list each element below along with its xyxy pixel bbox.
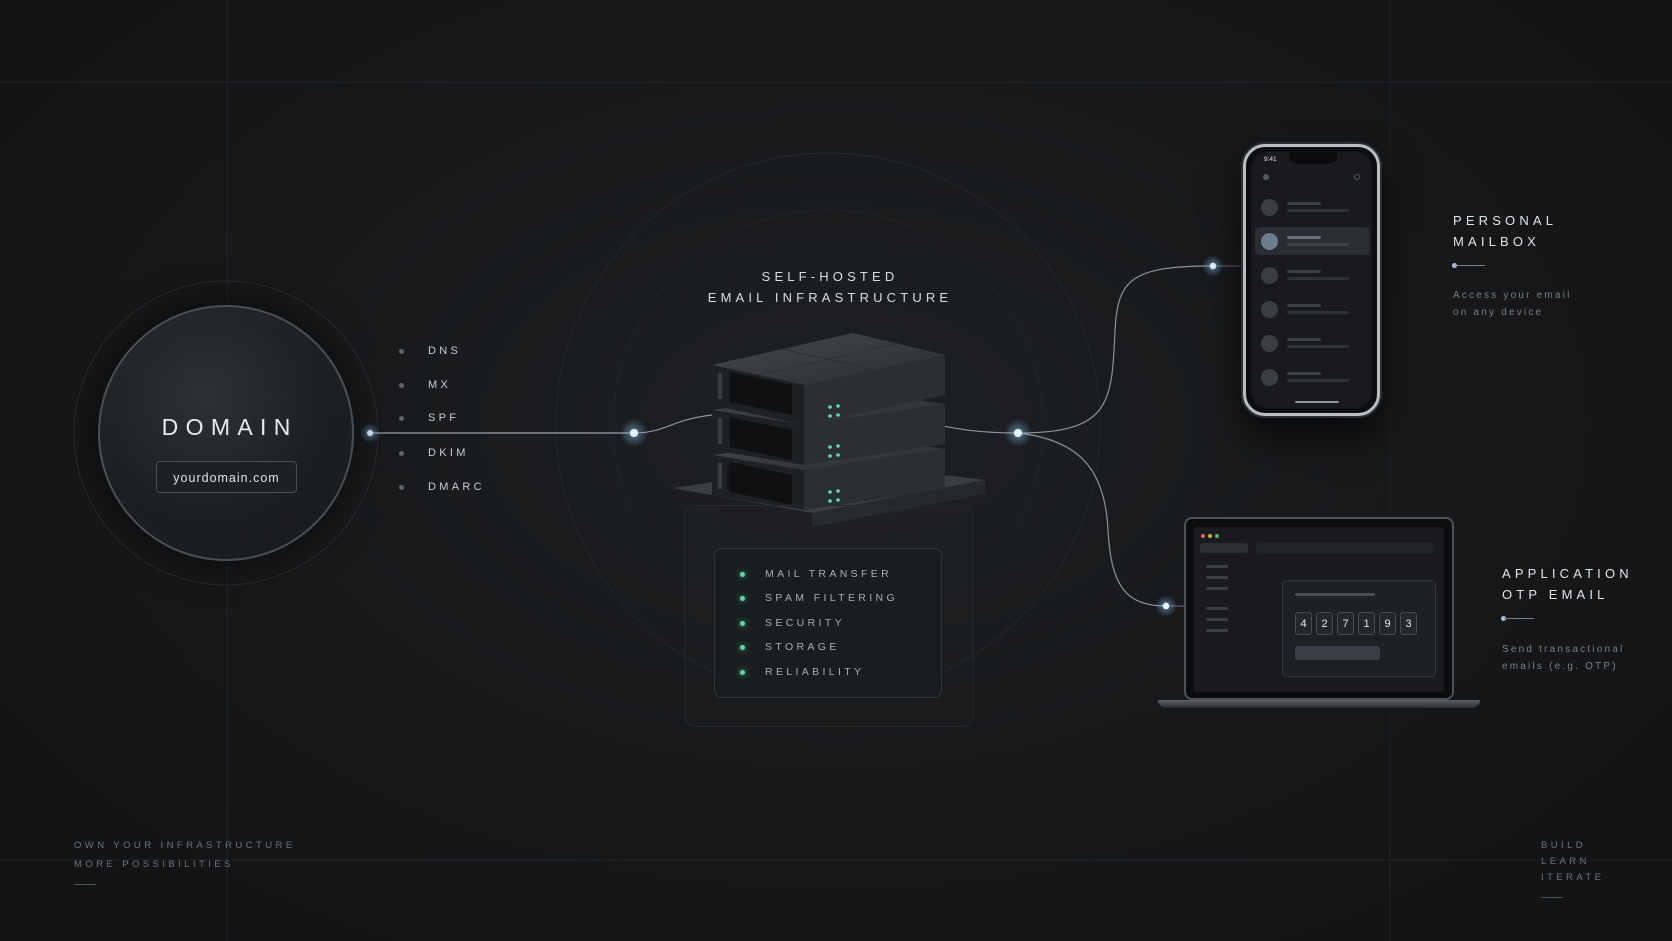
infrastructure-title-line1: SELF-HOSTED (761, 269, 899, 284)
connection-nodes (360, 255, 1224, 617)
feature-security: SECURITY (765, 617, 845, 629)
otp-digit: 2 (1316, 612, 1333, 635)
feature-storage: STORAGE (765, 641, 840, 653)
personal-mailbox-desc-line1: Access your email (1453, 290, 1572, 301)
feature-spam-filtering: SPAM FILTERING (765, 592, 898, 604)
application-otp-title-line1: APPLICATION (1502, 566, 1633, 581)
mail-list-item (1255, 363, 1370, 391)
domain-globe (98, 305, 354, 561)
avatar (1261, 301, 1278, 318)
footer-right-rule (1541, 897, 1563, 898)
footer-left-line2: MORE POSSIBILITIES (74, 859, 234, 870)
infrastructure-title-line2: EMAIL INFRASTRUCTURE (707, 290, 953, 305)
dns-record-dot (399, 451, 404, 456)
dns-record-spf: SPF (428, 412, 460, 424)
phone-notch (1289, 152, 1337, 164)
application-otp-desc-line1: Send transactional (1502, 644, 1625, 655)
window-maximize-icon (1215, 534, 1219, 538)
avatar (1261, 369, 1278, 386)
otp-digit: 3 (1400, 612, 1417, 635)
domain-title: DOMAIN (161, 414, 298, 440)
otp-digit: 4 (1295, 612, 1312, 635)
accent-rule (1455, 265, 1485, 266)
footer-right-line1: BUILD (1541, 840, 1587, 851)
otp-submit-button (1295, 646, 1380, 660)
window-minimize-icon (1208, 534, 1212, 538)
feature-dot (740, 621, 745, 626)
personal-mailbox-desc-line2: on any device (1453, 307, 1544, 318)
avatar (1261, 335, 1278, 352)
features-panel (714, 548, 942, 698)
top-bar (1256, 543, 1434, 553)
mail-list-item (1255, 329, 1370, 357)
feature-dot (740, 670, 745, 675)
laptop-base (1158, 700, 1480, 708)
mail-list-item (1255, 193, 1370, 221)
personal-mailbox-title-line1: PERSONAL (1453, 213, 1558, 228)
mail-list-item (1255, 295, 1370, 323)
feature-dot (740, 596, 745, 601)
otp-digit: 9 (1379, 612, 1396, 635)
menu-icon (1263, 174, 1269, 180)
avatar (1261, 199, 1278, 216)
laptop-screen: 4 2 7 1 9 3 (1194, 527, 1444, 692)
footer-right-line3: ITERATE (1541, 872, 1605, 883)
dns-record-dot (399, 416, 404, 421)
home-indicator (1295, 401, 1339, 403)
domain-name-chip: yourdomain.com (156, 461, 297, 493)
dns-record-dns: DNS (428, 345, 462, 357)
dns-record-dot (399, 485, 404, 490)
phone-clock: 9:41 (1264, 156, 1277, 163)
footer-left-line1: OWN YOUR INFRASTRUCTURE (74, 840, 296, 851)
accent-dot (1501, 616, 1506, 621)
avatar (1261, 233, 1278, 250)
mail-list-item-selected (1255, 227, 1370, 255)
avatar (1261, 267, 1278, 284)
accent-rule (1504, 618, 1534, 619)
dns-record-dot (399, 349, 404, 354)
otp-digit: 1 (1358, 612, 1375, 635)
application-otp-title-line2: OTP EMAIL (1502, 587, 1609, 602)
feature-reliability: RELIABILITY (765, 666, 865, 678)
feature-mail-transfer: MAIL TRANSFER (765, 568, 893, 580)
accent-dot (1452, 263, 1457, 268)
feature-dot (740, 645, 745, 650)
otp-digit: 7 (1337, 612, 1354, 635)
dns-record-dot (399, 383, 404, 388)
window-close-icon (1201, 534, 1205, 538)
laptop-mockup: 4 2 7 1 9 3 (1184, 517, 1454, 700)
dns-record-dmarc: DMARC (428, 481, 485, 493)
mail-list-item (1255, 261, 1370, 289)
server-stack-icon (672, 333, 985, 527)
footer-right-line2: LEARN (1541, 856, 1590, 867)
sidebar-tab (1200, 543, 1248, 553)
footer-left-rule (74, 884, 96, 885)
phone-mockup: 9:41 (1243, 144, 1380, 416)
settings-icon (1354, 174, 1360, 180)
personal-mailbox-title-line2: MAILBOX (1453, 234, 1540, 249)
dns-record-dkim: DKIM (428, 447, 469, 459)
phone-screen: 9:41 (1251, 152, 1372, 408)
dns-record-mx: MX (428, 379, 452, 391)
application-otp-desc-line2: emails (e.g. OTP) (1502, 661, 1618, 672)
otp-card: 4 2 7 1 9 3 (1282, 580, 1436, 677)
feature-dot (740, 572, 745, 577)
features-panel-frame (684, 505, 974, 727)
